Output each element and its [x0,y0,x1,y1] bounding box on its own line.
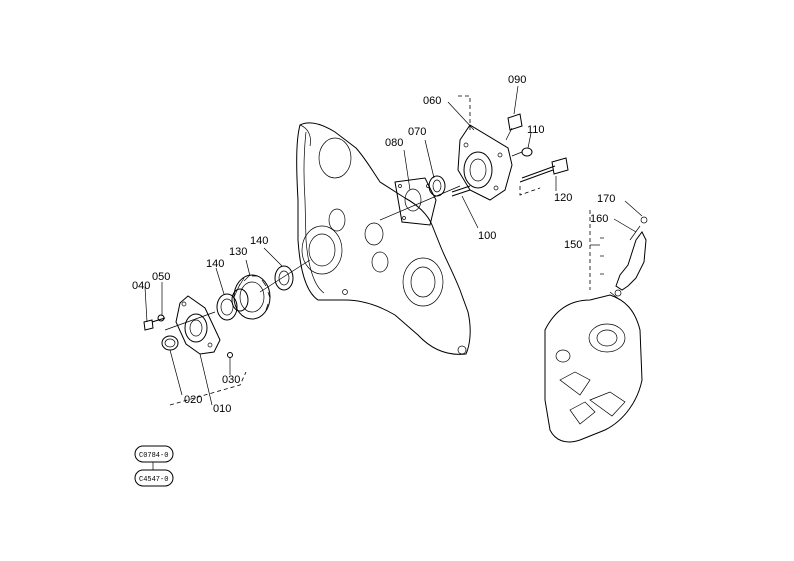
gear-130 [231,274,271,320]
bolt-090 [505,113,523,141]
reference-tag-1-text: C0784-0 [139,452,168,460]
group-brackets [169,95,591,406]
callout-110: 110 [527,124,545,136]
callout-labels: 010 020 030 040 050 060 070 080 090 100 … [132,74,615,415]
plug-030 [227,352,233,358]
o-ring-020 [161,335,179,351]
oil-seal [428,175,446,197]
callout-140-left: 140 [206,258,224,270]
callout-080: 080 [385,137,403,149]
bolt-120 [519,157,569,183]
reference-tag-1: C0784-0 [134,445,174,463]
callout-120: 120 [554,192,572,204]
callout-170: 170 [597,193,615,205]
nut-110 [511,147,533,157]
pin-100 [451,185,471,197]
callout-130: 130 [229,246,247,258]
gear-case-cover [296,122,471,355]
engine-block [544,291,643,443]
gasket-plate [394,177,437,226]
pump-body [175,295,221,355]
callout-070: 070 [408,126,426,138]
reference-tag-2-text: C4547-0 [139,476,168,484]
callout-100: 100 [478,230,496,242]
pressure-switch [614,216,648,297]
leader-lines [144,85,643,470]
callout-040: 040 [132,280,150,292]
reference-tag-2: C4547-0 [134,469,174,487]
callout-020: 020 [184,394,202,406]
flange-housing [457,124,513,201]
washer-050 [157,314,165,322]
callout-060: 060 [423,95,441,107]
washer-140b [274,265,294,291]
callout-090: 090 [508,74,526,86]
callout-140-right: 140 [250,235,268,247]
washer-140a [216,293,238,321]
callout-150: 150 [564,239,582,251]
assembly-centerlines [164,185,461,331]
callout-030: 030 [222,374,240,386]
callout-050: 050 [152,271,170,283]
callout-010: 010 [213,403,231,415]
callout-160: 160 [590,213,608,225]
